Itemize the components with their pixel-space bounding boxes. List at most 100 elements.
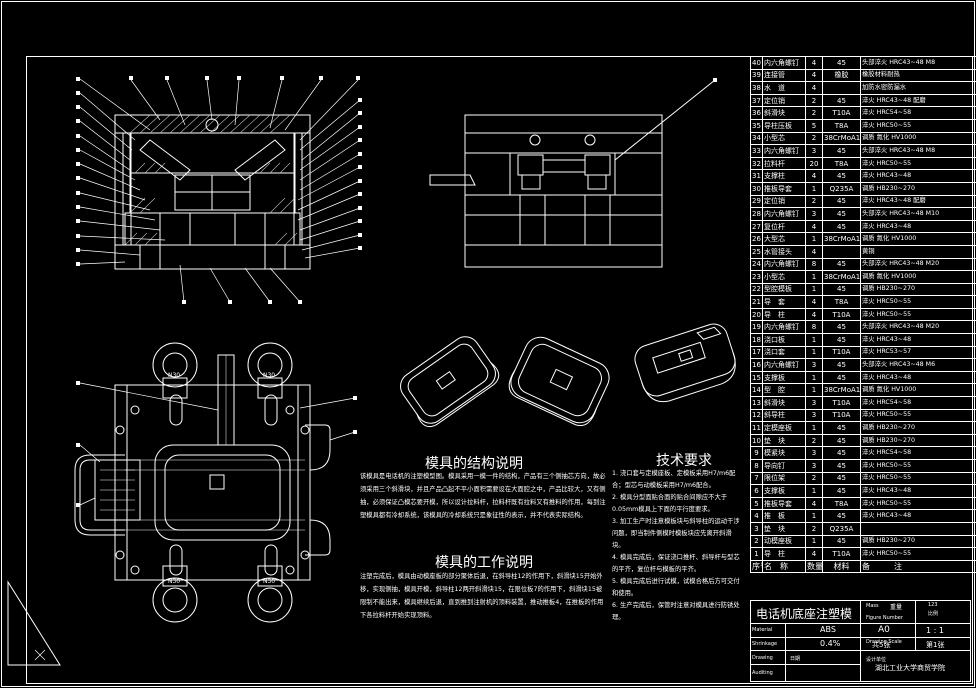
parts-cell: 1 bbox=[805, 232, 823, 246]
parts-cell: 大型芯 bbox=[762, 232, 806, 246]
parts-cell: 淬火 HRC50~55 bbox=[860, 459, 976, 473]
parts-cell: 淬火 HRC50~55 bbox=[860, 547, 976, 561]
parts-cell: 淬火 HRC43~48 bbox=[860, 509, 976, 523]
parts-cell: 45 bbox=[822, 144, 861, 158]
parts-header-cell: 序号 bbox=[750, 559, 763, 574]
parts-cell: 22 bbox=[750, 282, 763, 297]
parts-cell: 水管接头 bbox=[762, 244, 806, 259]
parts-cell: 1 bbox=[805, 484, 823, 498]
parts-cell: 橡胶材料耐热 bbox=[860, 68, 976, 83]
parts-cell: T10A bbox=[822, 396, 861, 410]
parts-cell: 淬火 HRC50~55 bbox=[860, 295, 976, 309]
parts-cell: 4 bbox=[805, 295, 823, 309]
parts-cell: 限位架 bbox=[762, 471, 806, 486]
parts-cell: 水 道 bbox=[762, 81, 806, 95]
parts-cell: 淬火 HRC43~48 bbox=[860, 169, 976, 183]
parts-cell: 淬火 HRC50~55 bbox=[860, 118, 976, 133]
parts-cell: 14 bbox=[750, 383, 763, 398]
tech-requirement-item: 2. 模具分型面贴合面的贴合间隙应不大于0.05mm模具上下面的平行度要求。 bbox=[612, 494, 728, 513]
parts-cell: 推板导套 bbox=[762, 496, 806, 511]
parts-cell: 45 bbox=[822, 534, 861, 549]
parts-cell: 45 bbox=[822, 219, 861, 234]
parts-cell: 头部淬火 HRC43~48 M20 bbox=[860, 257, 976, 272]
parts-cell: 小型芯 bbox=[762, 270, 806, 284]
parts-cell: 淬火 HRC50~55 bbox=[860, 471, 976, 486]
parts-cell: 4 bbox=[805, 56, 823, 70]
parts-cell: 内六角螺钉 bbox=[762, 144, 806, 158]
parts-cell: T10A bbox=[822, 307, 861, 322]
tech-requirements-list: 1. 浇口套与定模座板、定模板采用H7/m6配合；型芯与动模板采用H7/m6配合… bbox=[612, 468, 742, 624]
parts-cell: 橡胶 bbox=[822, 68, 861, 83]
parts-cell: 2 bbox=[805, 131, 823, 146]
parts-cell: 调质 HB230~270 bbox=[860, 421, 976, 435]
parts-cell: 35 bbox=[750, 118, 763, 133]
label-n30-top-right: N30 bbox=[263, 372, 276, 379]
parts-header-cell: 数量 bbox=[805, 559, 823, 574]
parts-cell: 25 bbox=[750, 244, 763, 259]
parts-cell: 推 板 bbox=[762, 509, 806, 523]
parts-cell: 导 柱 bbox=[762, 547, 806, 561]
parts-cell: 31 bbox=[750, 169, 763, 183]
parts-cell: 15 bbox=[750, 370, 763, 385]
parts-cell: 调质 氮化 HV1000 bbox=[860, 270, 976, 284]
parts-cell: 淬火 HRC50~55 bbox=[860, 496, 976, 511]
tech-requirement-item: 6. 生产完成后，保管时注意对模具进行防锈处理。 bbox=[612, 602, 740, 621]
title-block: 电话机底座注塑模 Figure Number Mass 重量 123 比例 A0… bbox=[750, 600, 971, 682]
parts-cell: 10 bbox=[750, 433, 763, 448]
parts-cell: 支撑柱 bbox=[762, 169, 806, 183]
parts-cell: T10A bbox=[822, 345, 861, 360]
parts-cell: 淬火 HRC43~48 配磨 bbox=[860, 194, 976, 209]
parts-cell: 推板导套 bbox=[762, 181, 806, 196]
parts-cell: 斜滑块 bbox=[762, 396, 806, 410]
working-title: 模具的工作说明 bbox=[435, 555, 533, 571]
front-section-view bbox=[76, 76, 362, 304]
parts-cell: 淬火 HRC43~48 bbox=[860, 219, 976, 234]
label-auditing: Auditing bbox=[752, 670, 773, 676]
parts-cell: 4 bbox=[805, 219, 823, 234]
parts-cell: 4 bbox=[750, 509, 763, 523]
parts-cell: 垫 块 bbox=[762, 433, 806, 448]
scale-value: 1 : 1 bbox=[926, 626, 944, 635]
parts-cell: 45 bbox=[822, 207, 861, 221]
parts-cell: 45 bbox=[822, 257, 861, 272]
tech-requirement-item: 1. 浇口套与定模座板、定模板采用H7/m6配合；型芯与动模板采用H7/m6配合… bbox=[612, 470, 736, 489]
parts-cell: 8 bbox=[750, 459, 763, 473]
parts-cell: 调质 氮化 HV1000 bbox=[860, 232, 976, 246]
parts-cell: 3 bbox=[805, 446, 823, 460]
parts-cell: 3 bbox=[805, 358, 823, 372]
parts-cell: 淬火 HRC50~55 bbox=[860, 408, 976, 423]
parts-cell: 斜滑块 bbox=[762, 106, 806, 120]
parts-cell: 4 bbox=[805, 244, 823, 259]
parts-cell: 27 bbox=[750, 219, 763, 234]
parts-cell: T10A bbox=[822, 106, 861, 120]
parts-cell: 39 bbox=[750, 68, 763, 83]
parts-cell: 3 bbox=[805, 207, 823, 221]
parts-cell: 淬火 HRC50~55 bbox=[860, 307, 976, 322]
parts-cell: 模紧块 bbox=[762, 446, 806, 460]
parts-cell: 45 bbox=[822, 169, 861, 183]
parts-cell: 45 bbox=[822, 358, 861, 372]
parts-cell: 浇口板 bbox=[762, 333, 806, 347]
tech-requirement-item: 3. 加工生产时注意模板块与斜导柱的运动干涉问题，即当制件侧模时模板块应先离开斜… bbox=[612, 518, 740, 549]
school-name: 湖北工业大学商贸学院 bbox=[875, 664, 945, 672]
parts-cell: 调质 HB230~270 bbox=[860, 282, 976, 297]
parts-cell: 45 bbox=[822, 433, 861, 448]
parts-cell: 4 bbox=[805, 81, 823, 95]
parts-cell: 淬火 HRC43~48 bbox=[860, 333, 976, 347]
parts-cell bbox=[822, 81, 861, 95]
parts-cell: 内六角螺钉 bbox=[762, 358, 806, 372]
parts-cell: 8 bbox=[805, 320, 823, 335]
parts-cell: 38CrMoA1 bbox=[822, 131, 861, 146]
parts-cell: 5 bbox=[750, 496, 763, 511]
parts-cell: T8A bbox=[822, 156, 861, 171]
label-date: 日期 bbox=[790, 656, 801, 662]
product-iso-3 bbox=[634, 323, 736, 403]
